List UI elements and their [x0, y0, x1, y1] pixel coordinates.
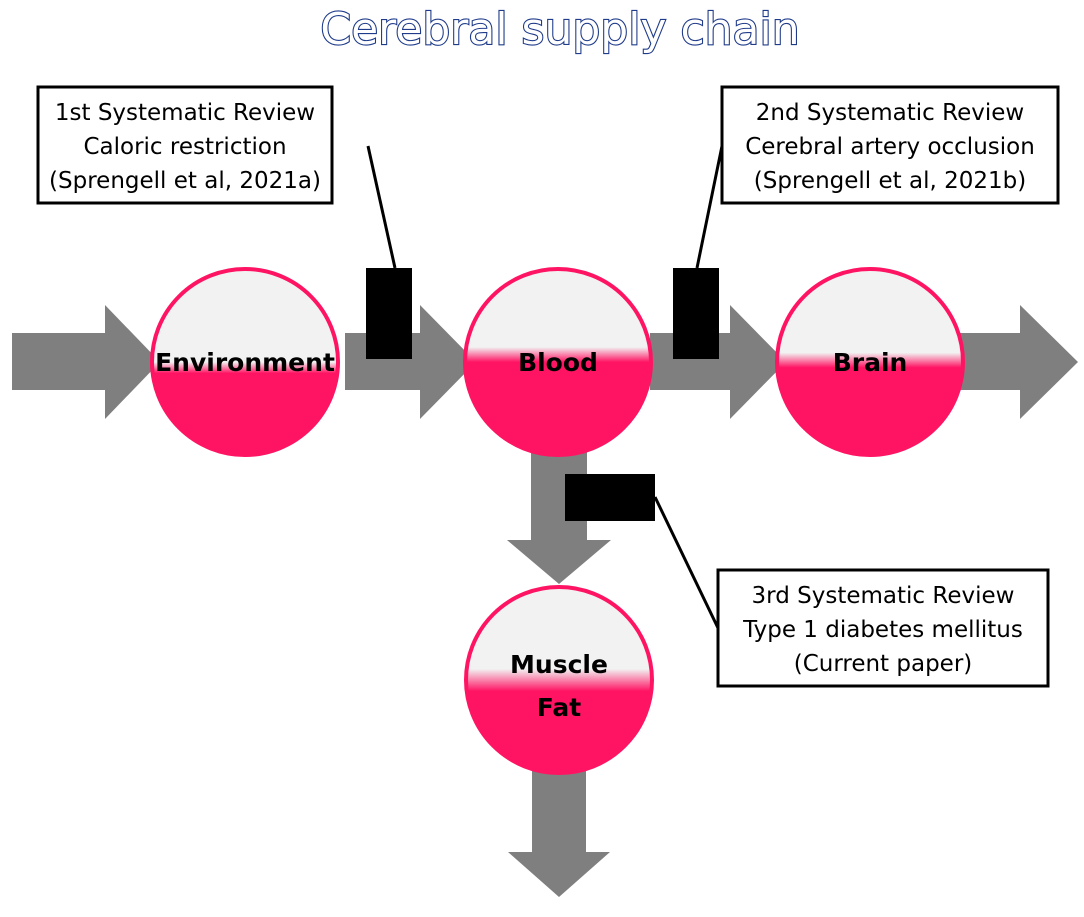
blocker-caloric-restriction	[366, 268, 412, 359]
environment-label: Environment	[155, 348, 335, 377]
arrow-out-of-muscle-fat	[508, 770, 610, 897]
fat-label: Fat	[537, 693, 581, 722]
brain-node	[775, 267, 965, 457]
environment-node	[150, 267, 340, 457]
arrow-into-environment	[12, 305, 160, 419]
blood-node	[463, 267, 653, 457]
review-1-line-2: Caloric restriction	[83, 134, 286, 160]
review-2-line-1: 2nd Systematic Review	[756, 100, 1024, 126]
blood-label: Blood	[518, 348, 598, 377]
review-2-line-2: Cerebral artery occlusion	[745, 134, 1035, 160]
brain-label: Brain	[833, 348, 908, 377]
connector-review-2	[695, 145, 724, 269]
connector-review-1	[366, 145, 397, 269]
review-box-3: 3rd Systematic Review Type 1 diabetes me…	[716, 568, 1050, 688]
blocker-diabetes	[565, 474, 655, 521]
muscle-fat-node	[464, 585, 654, 775]
review-3-line-3: (Current paper)	[794, 651, 973, 677]
review-box-2: 2nd Systematic Review Cerebral artery oc…	[720, 85, 1060, 205]
review-2-line-3: (Sprengell et al, 2021b)	[754, 168, 1026, 194]
review-3-line-2: Type 1 diabetes mellitus	[742, 617, 1023, 643]
blocker-artery-occlusion	[673, 268, 719, 359]
muscle-label: Muscle	[510, 650, 608, 679]
review-1-line-1: 1st Systematic Review	[55, 100, 315, 126]
connector-review-3	[653, 496, 720, 629]
diagram-title: Cerebral supply chain	[320, 4, 799, 55]
review-box-1: 1st Systematic Review Caloric restrictio…	[36, 85, 334, 205]
review-3-line-1: 3rd Systematic Review	[752, 583, 1015, 609]
review-1-line-3: (Sprengell et al, 2021a)	[49, 168, 321, 194]
arrow-out-of-brain	[960, 305, 1078, 419]
